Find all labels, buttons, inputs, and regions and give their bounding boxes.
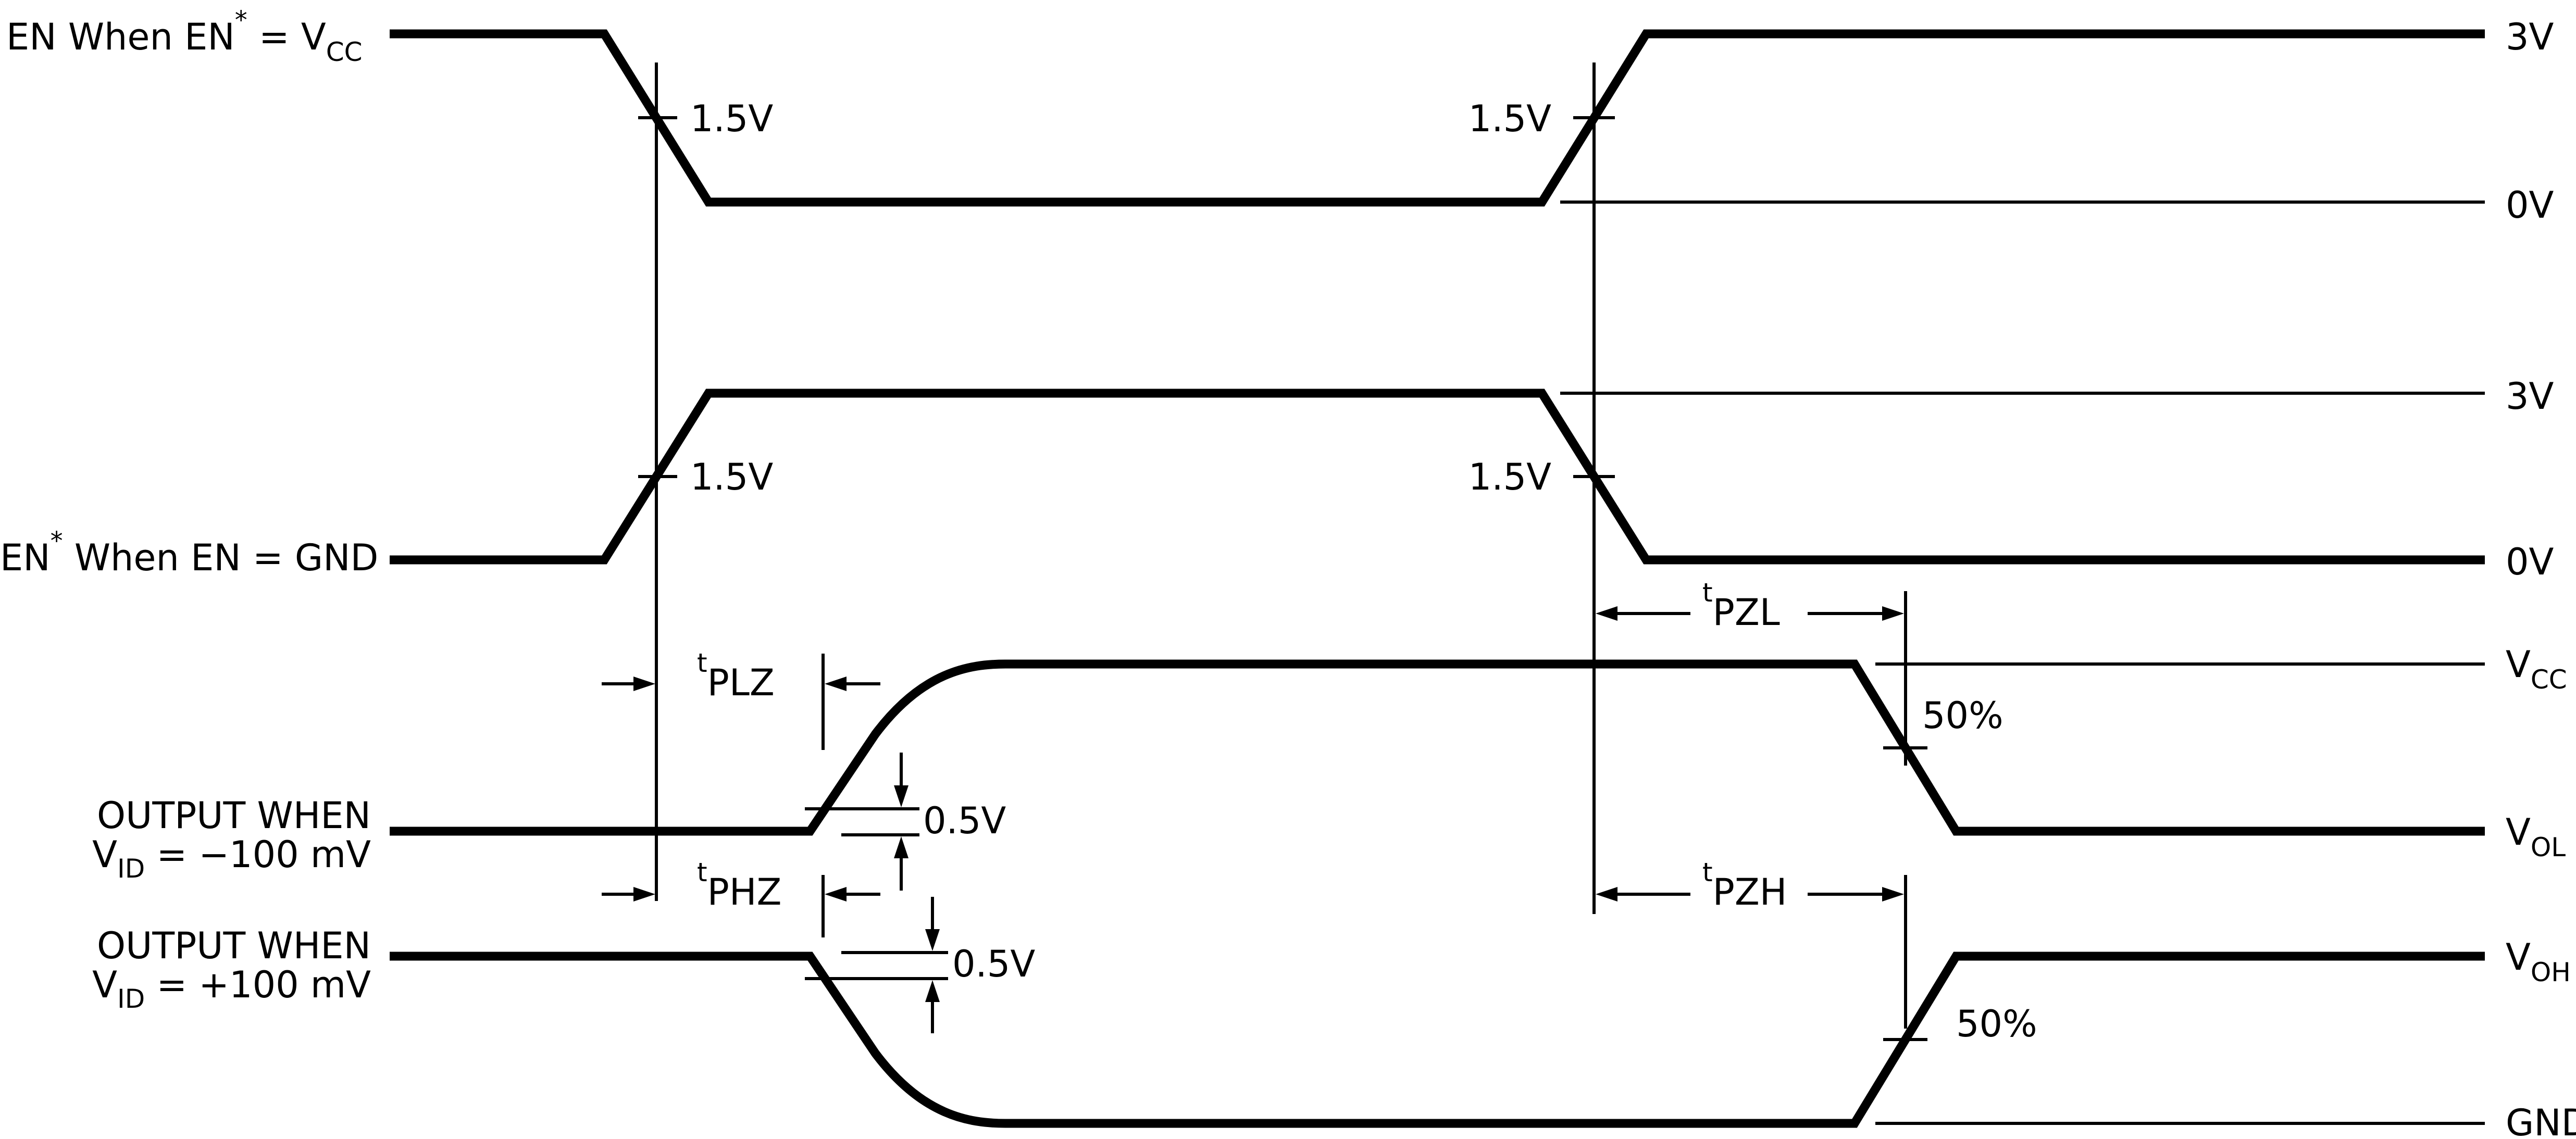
label-tpzh: tPZH [1702, 857, 1787, 913]
tplz-arrows [602, 677, 880, 691]
enstar-signal-label: EN* When EN = GND [0, 527, 378, 579]
en-waveform [390, 29, 2485, 207]
label-1p5v-enstar-rise: 1.5V [690, 456, 773, 498]
tphz-arrows [602, 887, 880, 902]
label-tplz: tPLZ [697, 648, 775, 704]
label-tpzl: tPZL [1702, 578, 1780, 634]
phz-offset-arrows [925, 897, 940, 1033]
level-gnd: GND [2506, 1102, 2576, 1139]
tpzl-arrows [1596, 606, 1904, 621]
level-0v-enstar: 0V [2506, 541, 2554, 583]
output-neg100mv-waveform [390, 659, 2485, 836]
output-pos100mv-waveform [390, 952, 2485, 1128]
level-3v-en: 3V [2506, 16, 2554, 58]
enstar-waveform [390, 389, 2485, 565]
tpzh-arrows [1596, 887, 1904, 902]
level-0v-en: 0V [2506, 184, 2554, 227]
output2-label-line2: VID = +100 mV [92, 963, 371, 1014]
label-1p5v-en-fall: 1.5V [690, 97, 773, 140]
label-0p5v-plz: 0.5V [923, 799, 1006, 842]
label-50pct-pzh: 50% [1956, 1003, 2037, 1045]
en-signal-label: EN When EN* = VCC [6, 6, 363, 67]
output1-label-line2: VID = −100 mV [92, 833, 371, 884]
output2-label-line1: OUTPUT WHEN [97, 924, 371, 967]
level-voh: VOH [2506, 936, 2571, 987]
label-0p5v-phz: 0.5V [952, 943, 1035, 985]
output1-label-line1: OUTPUT WHEN [97, 794, 371, 837]
label-1p5v-en-rise: 1.5V [1469, 97, 1551, 140]
label-50pct-pzl: 50% [1922, 694, 2003, 737]
level-vol: VOL [2506, 811, 2566, 862]
level-3v-enstar: 3V [2506, 375, 2554, 418]
level-vcc: VCC [2506, 643, 2567, 695]
label-tphz: tPHZ [697, 857, 781, 913]
plz-offset-arrows [894, 753, 909, 891]
label-1p5v-enstar-fall: 1.5V [1469, 456, 1551, 498]
